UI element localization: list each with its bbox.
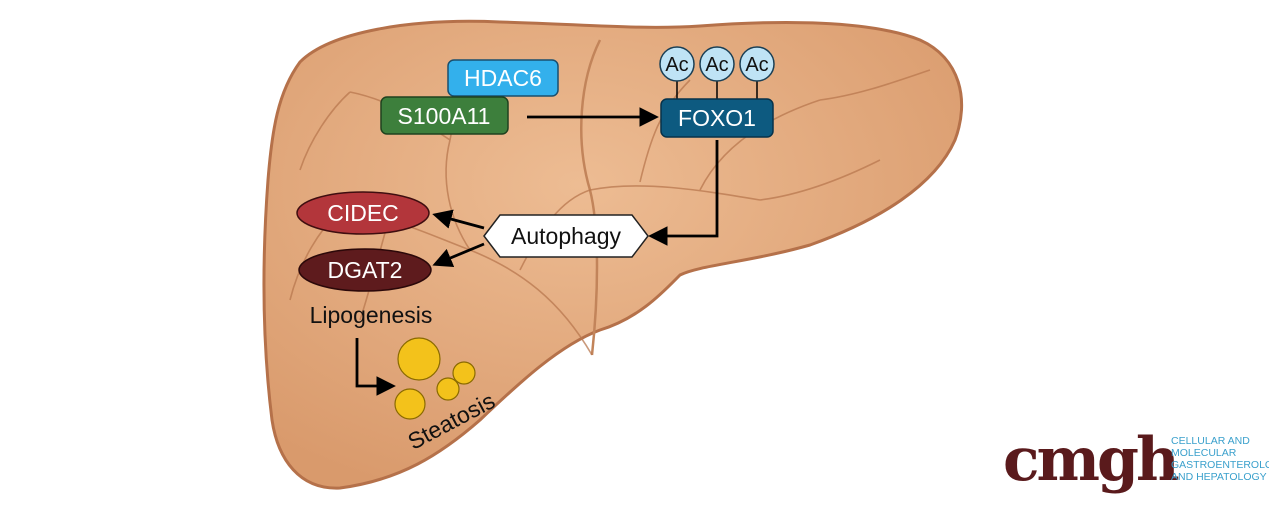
lipid-droplet xyxy=(436,377,460,401)
foxo1-label: FOXO1 xyxy=(678,105,756,131)
logo-line-2: MOLECULAR xyxy=(1171,447,1237,459)
svg-text:Ac: Ac xyxy=(665,54,688,76)
acetyl-groups: Ac Ac Ac xyxy=(659,46,775,99)
hdac6-node: HDAC6 xyxy=(447,59,559,97)
logo-acronym: cmgh xyxy=(1003,425,1179,495)
s100a11-label: S100A11 xyxy=(398,103,491,129)
acetyl-group-1: Ac xyxy=(659,46,695,82)
acetyl-group-2: Ac xyxy=(699,46,735,82)
svg-text:Ac: Ac xyxy=(745,54,768,76)
autophagy-node: Autophagy xyxy=(483,214,649,258)
arrow-foxo1-to-autophagy xyxy=(648,140,719,246)
lipid-droplet xyxy=(397,337,441,381)
hdac6-label: HDAC6 xyxy=(464,65,542,91)
acetyl-group-3: Ac xyxy=(739,46,775,82)
arrow-autophagy-to-dgat2 xyxy=(432,242,485,268)
cidec-node: CIDEC xyxy=(296,191,430,235)
lipid-droplets xyxy=(394,337,476,420)
autophagy-label: Autophagy xyxy=(511,223,621,249)
s100a11-node: S100A11 xyxy=(380,96,509,135)
cidec-label: CIDEC xyxy=(327,200,399,226)
cmgh-logo: cmgh CELLULAR AND MOLECULAR GASTROENTERO… xyxy=(1003,425,1269,495)
lipid-droplet xyxy=(394,388,426,420)
pathway-arrows xyxy=(355,107,719,396)
dgat2-label: DGAT2 xyxy=(328,257,403,283)
logo-line-3: GASTROENTEROLOGY xyxy=(1171,459,1269,471)
dgat2-node: DGAT2 xyxy=(298,248,432,292)
lipid-droplet xyxy=(452,361,476,385)
arrow-autophagy-to-cidec xyxy=(432,209,485,230)
svg-text:Ac: Ac xyxy=(705,54,728,76)
arrow-lipogenesis-to-steatosis xyxy=(355,338,396,396)
logo-line-1: CELLULAR AND xyxy=(1171,435,1250,447)
foxo1-node: FOXO1 xyxy=(660,98,774,138)
lipogenesis-label: Lipogenesis xyxy=(310,302,433,328)
logo-line-4: AND HEPATOLOGY xyxy=(1171,471,1267,483)
